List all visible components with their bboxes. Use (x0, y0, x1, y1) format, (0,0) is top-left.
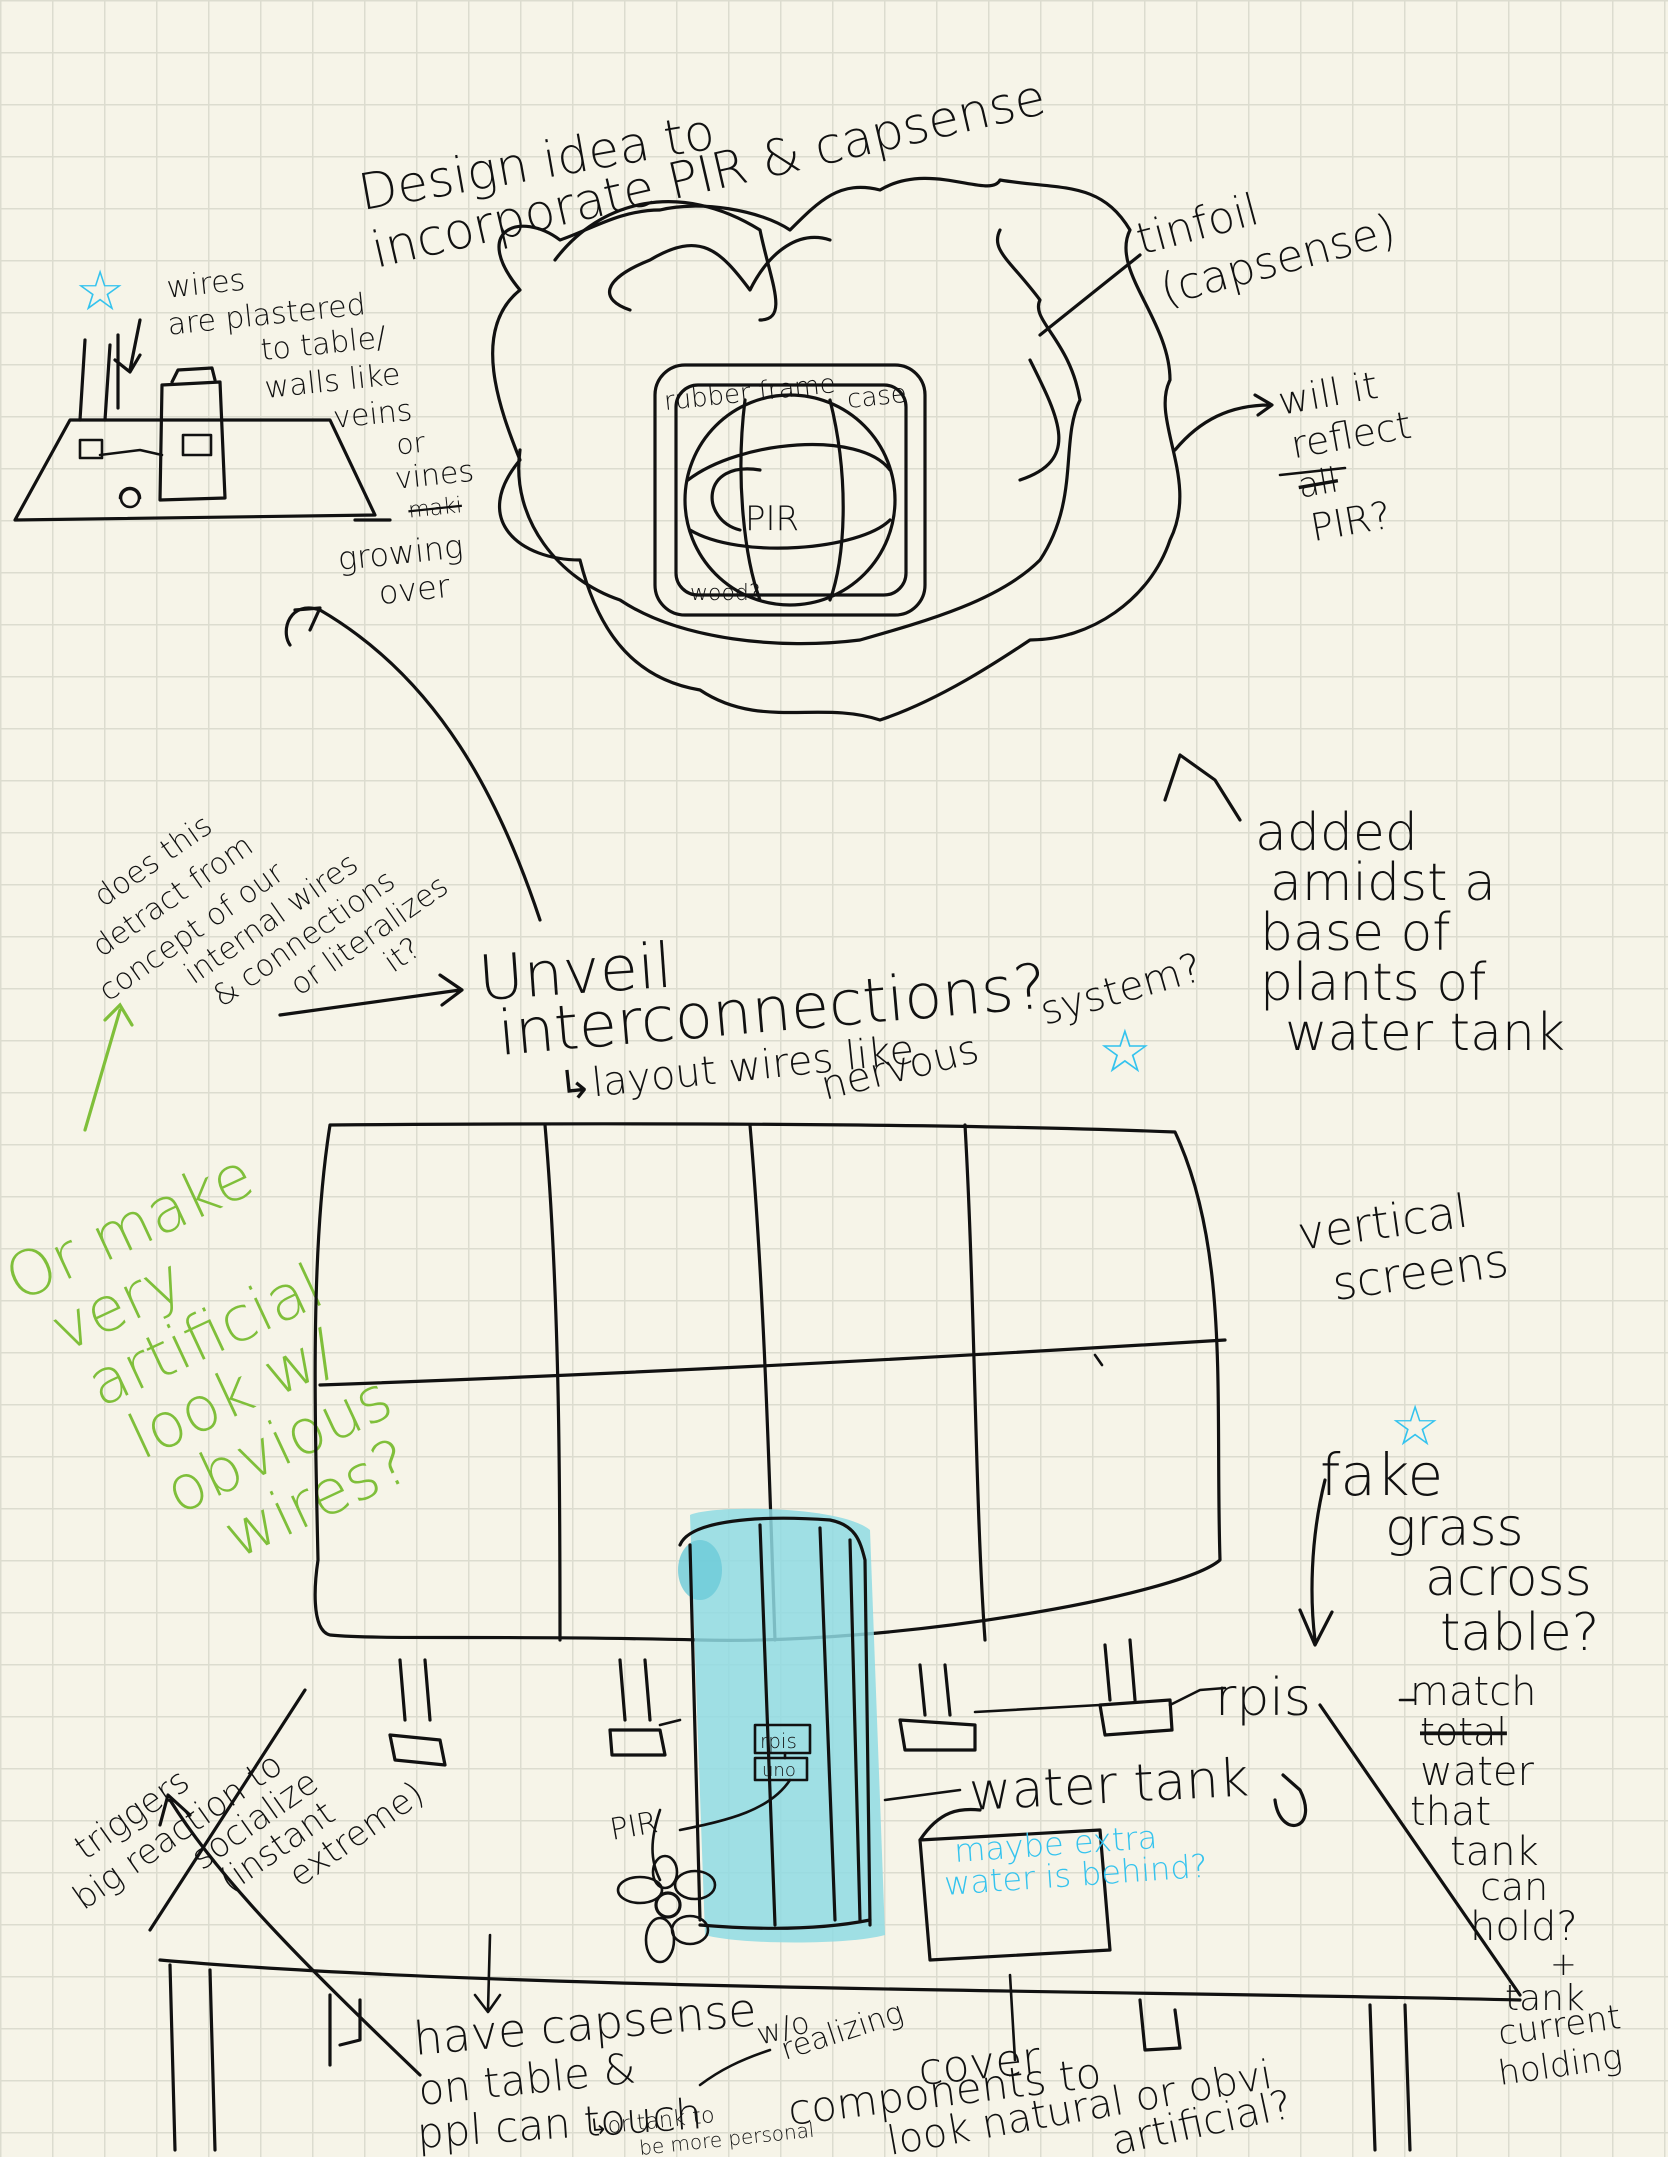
pir-label-center: PIR (745, 499, 799, 539)
rubber-frame-label: rubber frame (663, 369, 837, 417)
added-line-5: water tank (1285, 1003, 1565, 1063)
vertical-screens-grid: vertical screens (313, 1122, 1512, 1642)
triggers-note: triggers big reaction to socialize (inst… (66, 1744, 432, 1918)
green-arrow (83, 1002, 134, 1132)
arrow-to-unveil (278, 973, 464, 1017)
capsense-line-5: realizing (777, 1995, 908, 2067)
match-line-7: hold? (1470, 1904, 1578, 1950)
unveil-note: Unveil interconnections? ↳layout wires l… (476, 929, 1207, 1110)
added-line-4: plants of (1260, 953, 1487, 1013)
case-label: case (846, 379, 909, 415)
match-line-6: can (1480, 1865, 1548, 1909)
match-note: match total water that tank can hold? + … (1398, 1669, 1625, 2094)
wood-label: wood? (690, 581, 761, 606)
match-line-3: water (1420, 1749, 1535, 1795)
match-line-1: match (1410, 1669, 1537, 1715)
extra-water-box: maybe extra water is behind? (918, 1807, 1209, 1962)
match-line-2: total (1420, 1710, 1507, 1754)
mini-note-line-6: or (395, 426, 427, 462)
added-line-3: base of (1260, 903, 1451, 963)
arrow-triggers (158, 1793, 422, 2077)
match-line-5: tank (1450, 1829, 1539, 1875)
struck-all-label: all (1295, 460, 1341, 506)
mini-note-line-1: wires (165, 263, 247, 306)
fake-grass-line-1: fake (1320, 1441, 1443, 1509)
water-tank-label: water tank (968, 1748, 1251, 1823)
match-line-9: tank (1505, 1978, 1585, 2019)
star-icon-unveil: ☆ (1098, 1017, 1152, 1087)
tank-box-uno: uno (762, 1760, 796, 1781)
capsense-note: have capsense on table & ppl can touch w… (411, 1933, 908, 2157)
rpis-label: rpis (1215, 1668, 1311, 1728)
unveil-line-1: Unveil (476, 929, 675, 1015)
arrow-to-mini-sketch (284, 606, 542, 922)
added-line-1: added (1255, 803, 1418, 863)
fake-grass-line-4: table? (1440, 1603, 1599, 1663)
star-icon-mini: ☆ (75, 259, 125, 324)
side-question-note: does this detract from concept of our in… (86, 808, 455, 1014)
tank-box-rpis: rpis (760, 1729, 797, 1753)
star-icon-grass: ☆ (1390, 1394, 1440, 1459)
mini-note-line-7: vines (393, 454, 475, 497)
mini-table-sketch: ☆ wires are plastered to table/ walls li… (13, 259, 476, 612)
table-drawing (148, 1638, 1522, 2152)
fake-grass-line-2: grass (1385, 1498, 1524, 1558)
fake-grass-note: ☆ fake grass across table? (1298, 1394, 1599, 1663)
pir-label-tank: PIR (607, 1805, 660, 1848)
tinfoil-flower-drawing: rubber frame case PIR wood? tinfoil (cap… (491, 176, 1415, 822)
fake-grass-line-3: across (1425, 1548, 1592, 1608)
mini-note-line-5: veins (331, 393, 413, 436)
match-line-8: + (1550, 1945, 1577, 1983)
green-note: Or make very artificial look w/ obvious … (0, 1138, 421, 1572)
added-line-2: amidst a (1270, 853, 1496, 913)
water-tank-drawing: rpis uno (616, 1508, 885, 1964)
mini-note-struck: maki (407, 493, 463, 523)
added-amidst-note: added amidst a base of plants of water t… (1255, 803, 1565, 1063)
mini-note-line-10: over (377, 567, 453, 612)
cover-note: cover components to look natural or obvi… (785, 1973, 1296, 2157)
match-line-4: that (1410, 1789, 1491, 1835)
